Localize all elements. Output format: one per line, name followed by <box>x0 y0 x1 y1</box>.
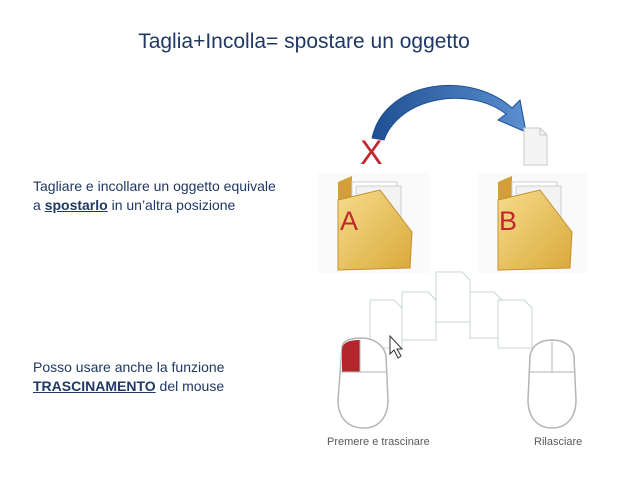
para1-text-end: in un’altra posizione <box>107 197 236 213</box>
move-arrow-icon <box>371 84 527 141</box>
caption-press-drag: Premere e trascinare <box>327 436 430 448</box>
para1-text: Tagliare e incollare un oggetto equivale… <box>33 178 276 213</box>
folder-b-icon <box>478 173 588 273</box>
document-icon <box>523 127 548 166</box>
para2-text-end: del mouse <box>155 378 225 394</box>
caption-release: Rilasciare <box>534 436 583 448</box>
cut-x-icon: X <box>360 134 383 172</box>
folder-b-label: B <box>499 206 518 236</box>
folder-a-icon <box>318 173 430 273</box>
cut-paste-description: Tagliare e incollare un oggetto equivale… <box>33 177 283 215</box>
mouse-pressed-icon <box>337 337 389 429</box>
para2-emphasis: TRASCINAMENTO <box>33 378 156 394</box>
folder-a-label: A <box>340 206 359 236</box>
mouse-release-icon <box>527 339 577 429</box>
cursor-icon <box>389 334 404 359</box>
slide-title-text: Taglia+Incolla= spostare un oggetto <box>138 30 470 53</box>
para2-text: Posso usare anche la funzione <box>33 359 225 375</box>
slide-title: Taglia+Incolla= spostare un oggetto <box>0 30 638 54</box>
para1-emphasis: spostarlo <box>44 197 108 213</box>
dragged-documents <box>369 271 533 349</box>
drag-description: Posso usare anche la funzione TRASCINAME… <box>33 358 283 396</box>
